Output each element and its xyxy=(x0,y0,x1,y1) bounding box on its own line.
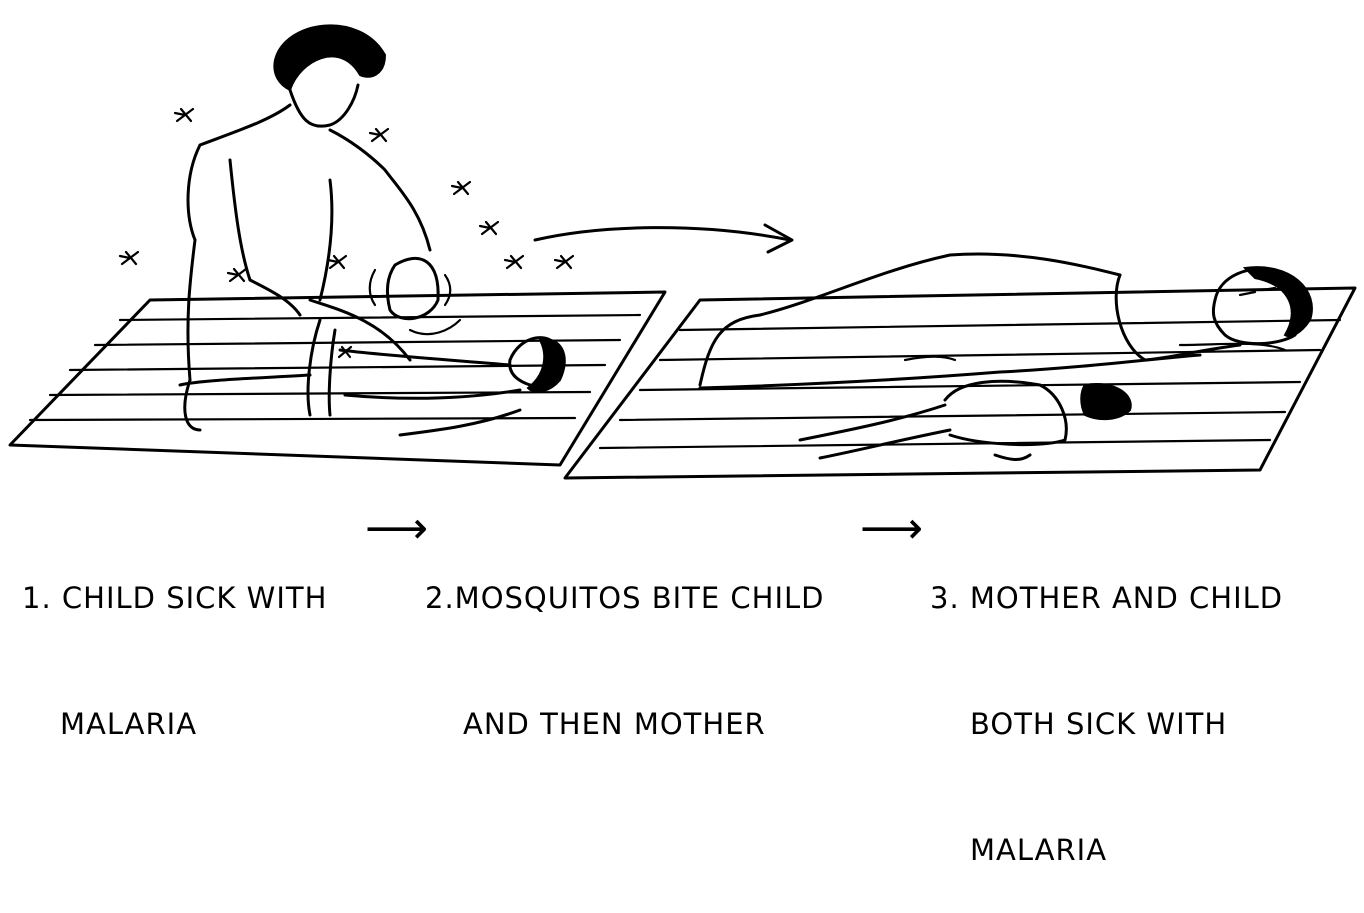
right-sleeping-mat xyxy=(565,288,1355,478)
child-lying-sick xyxy=(800,381,1131,459)
arrow-2-to-3: ⟶ xyxy=(860,503,923,554)
step-2-number: 2. xyxy=(425,581,455,615)
malaria-transmission-illustration xyxy=(0,0,1364,480)
step-3-line-2: BOTH SICK WITH xyxy=(930,703,1283,745)
step-1-line-1: CHILD SICK WITH xyxy=(62,581,328,615)
step-3-line-3: MALARIA xyxy=(930,829,1283,871)
step-3-number: 3. xyxy=(930,581,960,615)
left-sleeping-mat xyxy=(10,292,665,465)
step-2-line-1: MOSQUITOS BITE CHILD xyxy=(455,581,825,615)
arrow-1-to-2: ⟶ xyxy=(365,503,428,554)
step-2-caption: 2.MOSQUITOS BITE CHILD AND THEN MOTHER xyxy=(425,493,825,787)
step-3-caption: 3. MOTHER AND CHILD BOTH SICK WITH MALAR… xyxy=(930,493,1283,913)
step-3-line-1: MOTHER AND CHILD xyxy=(970,581,1283,615)
step-1-caption: 1. CHILD SICK WITH MALARIA xyxy=(22,493,327,787)
transmission-arrow xyxy=(535,225,792,252)
step-1-number: 1. xyxy=(22,581,52,615)
step-1-line-2: MALARIA xyxy=(22,703,327,745)
step-2-line-2: AND THEN MOTHER xyxy=(425,703,825,745)
